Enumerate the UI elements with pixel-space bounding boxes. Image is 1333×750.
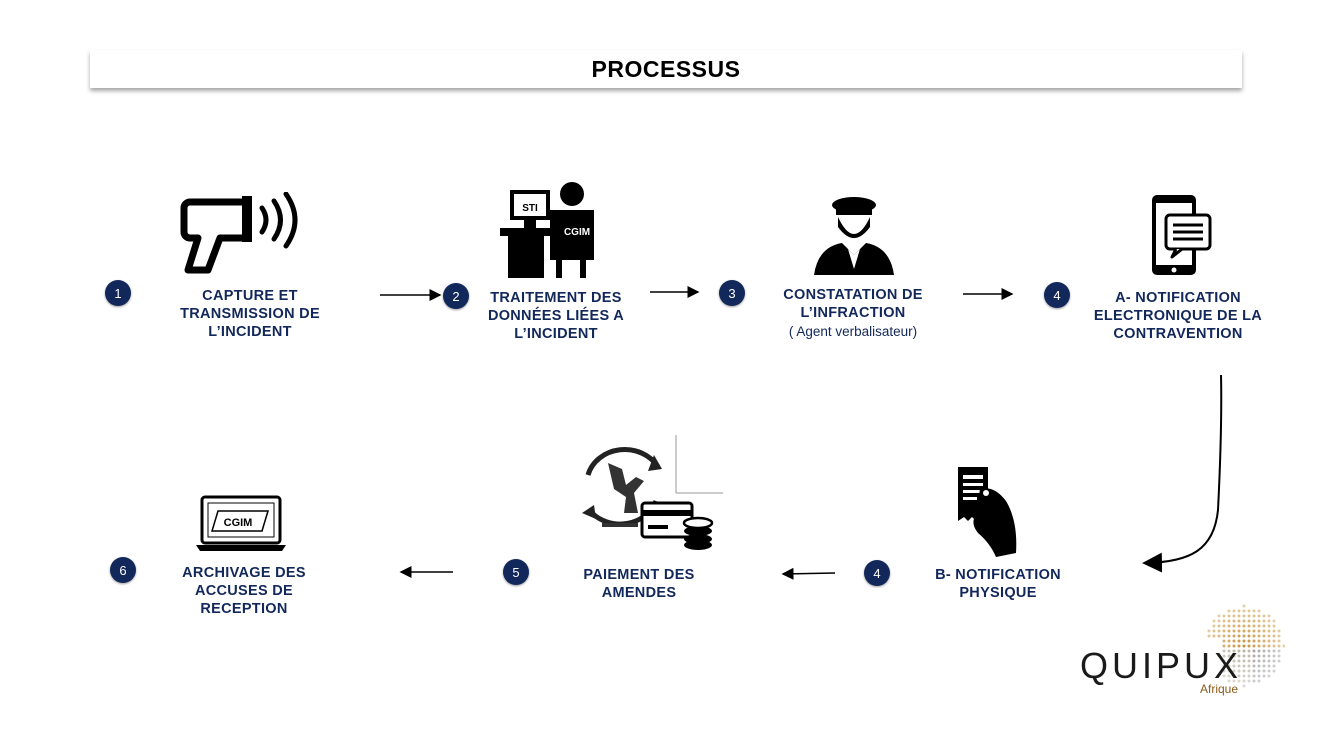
step-5-label: PAIEMENT DES AMENDES — [583, 567, 695, 601]
arrow-4a-4b — [1142, 374, 1223, 573]
quipux-globe-icon — [1207, 604, 1285, 688]
step-1-badge: 1 — [105, 280, 131, 306]
laptop-cgim-text: CGIM — [224, 517, 253, 529]
step-2-badge: 2 — [443, 283, 469, 309]
step-3-badge: 3 — [719, 280, 745, 306]
quipux-logo: QUIPUX — [1080, 645, 1243, 686]
laptop-icon: CGIM — [196, 495, 286, 551]
step-6-label: ARCHIVAGE DES ACCUSES DE RECEPTION — [182, 565, 306, 617]
step-6-badge: 6 — [110, 557, 136, 583]
step-4a-badge: 4 — [1044, 282, 1070, 308]
cgim-text: CGIM — [564, 227, 590, 238]
step-3-sub: ( Agent verbalisateur) — [788, 324, 918, 339]
hand-receipt-icon — [958, 467, 1017, 557]
smartphone-message-icon — [1152, 195, 1212, 275]
sti-text: STI — [522, 203, 538, 214]
arrow-4b-5 — [781, 567, 836, 580]
step-2-label: TRAITEMENT DES DONNÉES LIÉES A L’INCIDEN… — [487, 290, 625, 342]
step-4a-label: A- NOTIFICATION ELECTRONIQUE DE LA CONTR… — [1093, 290, 1263, 342]
police-officer-icon — [814, 197, 894, 275]
page-title: PROCESSUS — [591, 55, 741, 82]
operator-computer-icon: STI CGIM — [500, 182, 594, 278]
step-4b-label: B- NOTIFICATION PHYSIQUE — [935, 567, 1061, 601]
step-3-label: CONSTATATION DE L’INFRACTION ( Agent ver… — [753, 286, 953, 341]
title-bar: PROCESSUS — [90, 50, 1242, 88]
quipux-logo-sub: Afrique — [1200, 682, 1239, 696]
radar-gun-icon — [180, 192, 298, 274]
step-5-badge: 5 — [503, 559, 529, 585]
step-4b-badge: 4 — [864, 560, 890, 586]
payment-cycle-icon — [582, 435, 723, 550]
step-1-label: CAPTURE ET TRANSMISSION DE L’INCIDENT — [180, 288, 320, 340]
